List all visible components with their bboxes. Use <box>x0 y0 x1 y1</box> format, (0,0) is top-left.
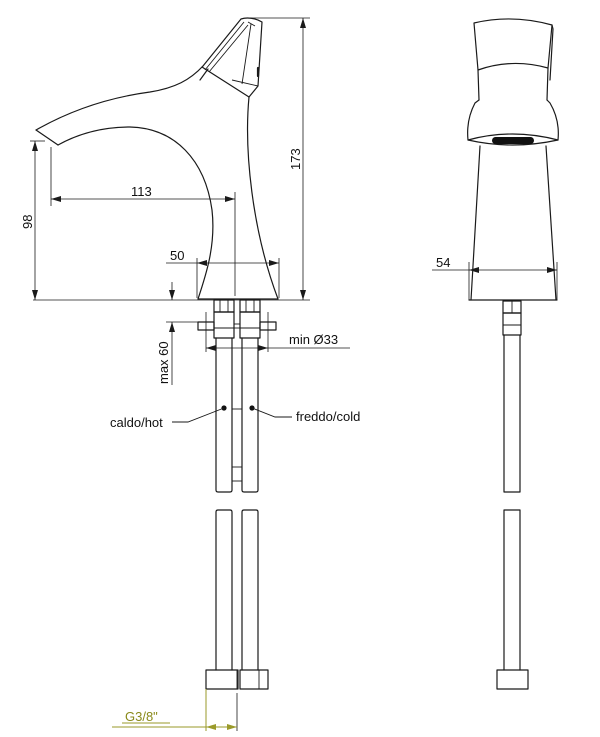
dim-98-label: 98 <box>20 215 35 229</box>
lever-inner-line <box>204 21 256 85</box>
front-view: 54 <box>432 18 559 690</box>
spout-underside-outline <box>57 126 214 300</box>
fittings <box>197 299 277 339</box>
faucet-body-back-outline <box>247 96 279 300</box>
dim-113-label: 113 <box>131 184 152 199</box>
cold-label: freddo/cold <box>296 409 360 424</box>
cold-leader-line <box>251 407 292 418</box>
aerator-slot <box>492 137 534 144</box>
front-body <box>470 145 557 301</box>
dim-front-width: 54 <box>432 255 558 300</box>
hot-label: caldo/hot <box>110 415 163 430</box>
spout-top-outline <box>35 65 204 131</box>
dim-deck-thickness: max 60 <box>156 282 198 385</box>
hoses-lower <box>205 509 269 690</box>
dim-spout-projection: 113 <box>50 147 236 296</box>
hoses-upper <box>215 337 259 493</box>
front-lever <box>473 18 553 71</box>
dim-thread-label: G3/8" <box>125 709 158 724</box>
dim-50-label: 50 <box>170 248 184 263</box>
side-view: caldo/hot freddo/cold 173 98 <box>20 17 360 731</box>
dim-base-width: 50 <box>166 248 280 298</box>
spout-tip <box>35 129 59 146</box>
dim-hole-diameter: min Ø33 <box>205 312 350 352</box>
dim-173-label: 173 <box>288 148 303 170</box>
lever-cap <box>231 79 259 87</box>
dim-thread: G3/8" <box>112 689 238 731</box>
lever-collar <box>199 66 250 98</box>
front-spout-head <box>467 99 559 141</box>
dim-max60-label: max 60 <box>156 341 171 384</box>
dim-min33-label: min Ø33 <box>289 332 338 347</box>
lever-handle <box>202 17 263 98</box>
dim-54-label: 54 <box>436 255 450 270</box>
dim-spout-height: 98 <box>20 140 45 300</box>
hot-leader-line <box>172 407 225 423</box>
dim-total-height: 173 <box>250 17 310 300</box>
